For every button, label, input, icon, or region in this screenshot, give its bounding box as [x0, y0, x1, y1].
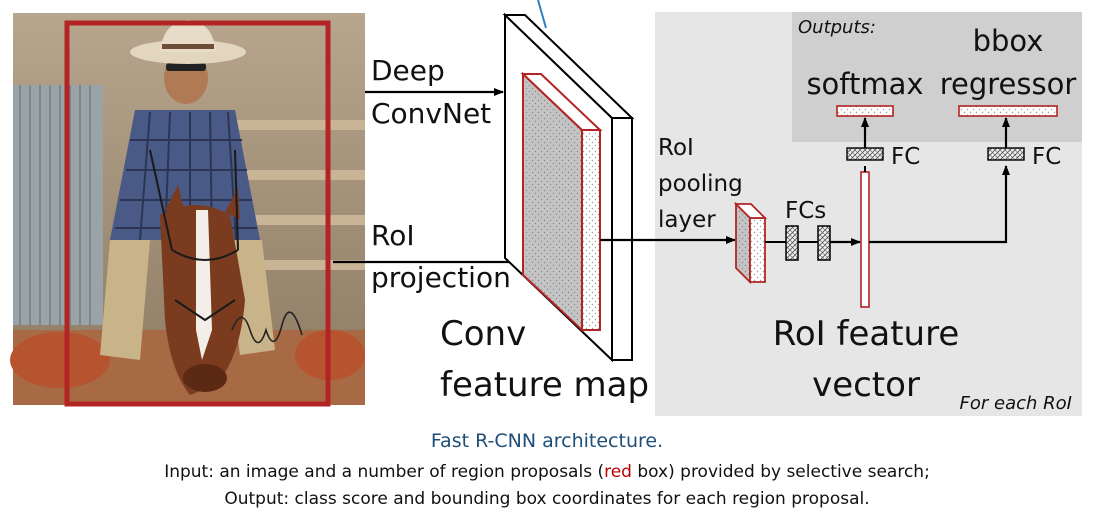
label-roi: RoI: [371, 219, 415, 252]
label-conv: Conv: [440, 314, 526, 354]
fast-rcnn-diagram: Deep ConvNet RoI projection Conv feature…: [10, 0, 1082, 416]
roi-feature-vector-bar: [860, 171, 870, 308]
fc-layer-1: [785, 225, 799, 261]
label-roi-feature: RoI feature: [773, 314, 960, 354]
softmax-output-bar: [836, 105, 894, 117]
label-convnet: ConvNet: [371, 97, 491, 130]
fc-softmax-branch: [846, 147, 884, 161]
fc-layer-2: [817, 225, 831, 261]
label-feature-map: feature map: [440, 365, 649, 405]
caption-output-line: Output: class score and bounding box coo…: [224, 489, 870, 509]
label-regressor: regressor: [940, 67, 1077, 101]
label-bbox: bbox: [973, 24, 1044, 58]
caption-title: Fast R-CNN architecture.: [430, 430, 664, 452]
label-projection: projection: [371, 261, 511, 294]
label-roi-pool-3: layer: [658, 207, 716, 233]
caption-input-line: Input: an image and a number of region p…: [0, 462, 1094, 482]
label-deep: Deep: [371, 54, 445, 87]
label-roi-pool-1: RoI: [658, 135, 694, 161]
label-fcs: FCs: [785, 198, 826, 224]
roi-pooling-output: [733, 201, 768, 285]
outputs-box: [792, 12, 1082, 142]
caption-red-word: red: [604, 462, 632, 482]
label-fc-left: FC: [891, 144, 920, 170]
label-for-each-roi: For each RoI: [960, 393, 1072, 414]
bbox-output-bar: [958, 105, 1058, 117]
conv-feature-map: [502, 0, 635, 363]
label-outputs: Outputs:: [798, 17, 876, 38]
label-fc-right: FC: [1032, 144, 1061, 170]
caption-line1-after: box) provided by selective search;: [631, 462, 930, 482]
fc-bbox-branch: [987, 147, 1025, 161]
label-roi-pool-2: pooling: [658, 171, 743, 197]
caption-line1-before: Input: an image and a number of region p…: [164, 462, 605, 482]
region-proposal-box: [64, 20, 331, 407]
label-softmax: softmax: [806, 67, 923, 101]
label-vector: vector: [812, 365, 920, 405]
arrow-to-bbox-fc: [869, 165, 1010, 244]
input-image: [10, 13, 365, 405]
